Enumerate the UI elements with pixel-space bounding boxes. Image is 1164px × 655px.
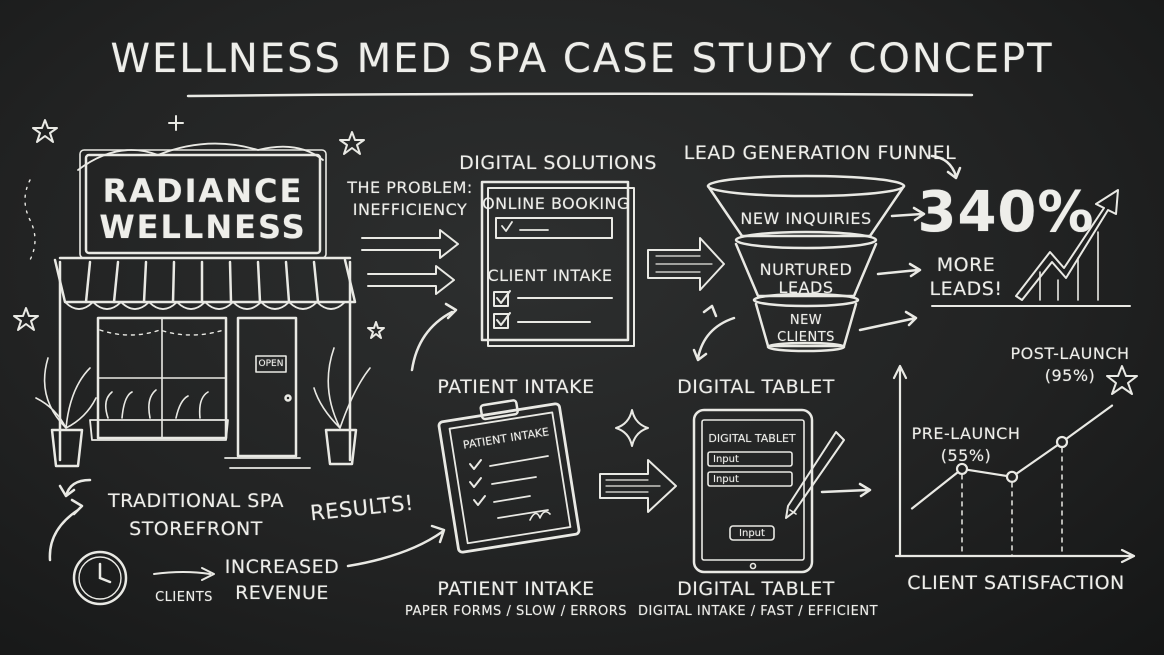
arrow-icon bbox=[58, 478, 92, 498]
arrow-icon bbox=[876, 262, 922, 278]
digital-tablet-subcaption: DIGITAL INTAKE / FAST / EFFICIENT bbox=[637, 604, 879, 619]
clients-label: CLIENTS bbox=[155, 590, 213, 605]
increased-revenue-line1: INCREASED bbox=[224, 556, 340, 578]
clock-icon bbox=[70, 548, 130, 608]
document-drawing bbox=[480, 180, 635, 347]
star-icon bbox=[13, 307, 39, 331]
tablet-drawing bbox=[692, 408, 845, 574]
chart-x-label: CLIENT SATISFACTION bbox=[907, 572, 1125, 594]
arrow-icon bbox=[692, 304, 736, 362]
arrow-icon bbox=[820, 482, 872, 498]
arrow-icon bbox=[48, 498, 84, 562]
chart-y-axis bbox=[892, 364, 908, 558]
arrow-icon bbox=[890, 206, 926, 222]
arrow-icon bbox=[153, 567, 215, 581]
funnel-stage-new-inquiries: NEW INQUIRIES bbox=[740, 209, 872, 228]
growth-arrow-icon bbox=[1015, 189, 1119, 301]
storefront-drawing bbox=[24, 142, 371, 469]
storefront-caption-line1: TRADITIONAL SPA bbox=[107, 490, 285, 512]
storefront-caption-line2: STOREFRONT bbox=[129, 518, 263, 540]
tablet-screen-title: DIGITAL TABLET bbox=[708, 432, 796, 445]
patient-intake-caption: PATIENT INTAKE bbox=[437, 578, 595, 600]
increased-revenue-line2: REVENUE bbox=[235, 582, 329, 604]
arrow-icon bbox=[410, 302, 458, 372]
arrow-icon bbox=[599, 459, 677, 513]
digital-tablet-caption: DIGITAL TABLET bbox=[677, 578, 835, 600]
stat-value: 340% bbox=[917, 180, 1095, 245]
digital-solutions-heading: DIGITAL SOLUTIONS bbox=[459, 152, 657, 174]
funnel-drawing bbox=[706, 174, 906, 353]
satisfaction-point bbox=[1055, 435, 1069, 449]
storefront-sign-line2: WELLNESS bbox=[99, 208, 307, 246]
patient-intake-subcaption: PAPER FORMS / SLOW / ERRORS bbox=[404, 604, 628, 619]
funnel-stage-nurtured-line2: LEADS bbox=[778, 278, 834, 297]
star-icon bbox=[32, 119, 58, 143]
tablet-input-field-2: Input bbox=[713, 474, 739, 485]
satisfaction-chart bbox=[910, 404, 1114, 557]
satisfaction-point bbox=[955, 462, 969, 476]
patient-intake-heading: PATIENT INTAKE bbox=[437, 376, 595, 398]
star-icon bbox=[339, 131, 365, 155]
tablet-input-field-1: Input bbox=[713, 454, 739, 465]
satisfaction-point bbox=[1005, 470, 1019, 483]
funnel-stage-new-clients-line1: NEW bbox=[789, 313, 823, 328]
post-launch-star-icon bbox=[1106, 365, 1138, 395]
stat-label-line1: MORE bbox=[936, 254, 996, 276]
digital-tablet-heading: DIGITAL TABLET bbox=[677, 376, 835, 398]
online-booking-label: ONLINE BOOKING bbox=[482, 194, 630, 213]
pre-launch-label-line1: PRE-LAUNCH bbox=[911, 424, 1021, 443]
sparkle-icon bbox=[168, 115, 184, 131]
star-icon bbox=[367, 321, 385, 339]
pre-launch-label-line2: (55%) bbox=[940, 446, 992, 465]
arrow-icon bbox=[367, 265, 455, 295]
arrow-icon bbox=[930, 154, 962, 180]
title-underline bbox=[186, 92, 974, 98]
problem-label-line2: INEFFICIENCY bbox=[352, 200, 468, 219]
arrow-icon bbox=[647, 237, 725, 291]
stat-label-line2: LEADS! bbox=[929, 278, 1003, 300]
tablet-input-button: Input bbox=[739, 528, 765, 539]
door-open-sign: OPEN bbox=[258, 359, 284, 369]
arrow-icon bbox=[361, 229, 459, 259]
clipboard-drawing bbox=[437, 399, 581, 554]
client-intake-label: CLIENT INTAKE bbox=[487, 266, 613, 285]
page-title: WELLNESS MED SPA CASE STUDY CONCEPT bbox=[110, 36, 1054, 82]
post-launch-label-line2: (95%) bbox=[1044, 366, 1096, 385]
funnel-stage-nurtured-line1: NURTURED bbox=[759, 260, 853, 279]
funnel-stage-new-clients-line2: CLIENTS bbox=[777, 330, 835, 345]
arrow-icon bbox=[858, 310, 918, 332]
arrow-icon bbox=[346, 524, 446, 568]
sparkle-icon bbox=[615, 409, 649, 447]
post-launch-label-line1: POST-LAUNCH bbox=[1010, 344, 1130, 363]
storefront-sign-line1: RADIANCE bbox=[102, 172, 304, 210]
funnel-heading: LEAD GENERATION FUNNEL bbox=[683, 142, 957, 164]
chart-x-axis bbox=[894, 548, 1136, 564]
problem-label-line1: THE PROBLEM: bbox=[347, 178, 473, 197]
